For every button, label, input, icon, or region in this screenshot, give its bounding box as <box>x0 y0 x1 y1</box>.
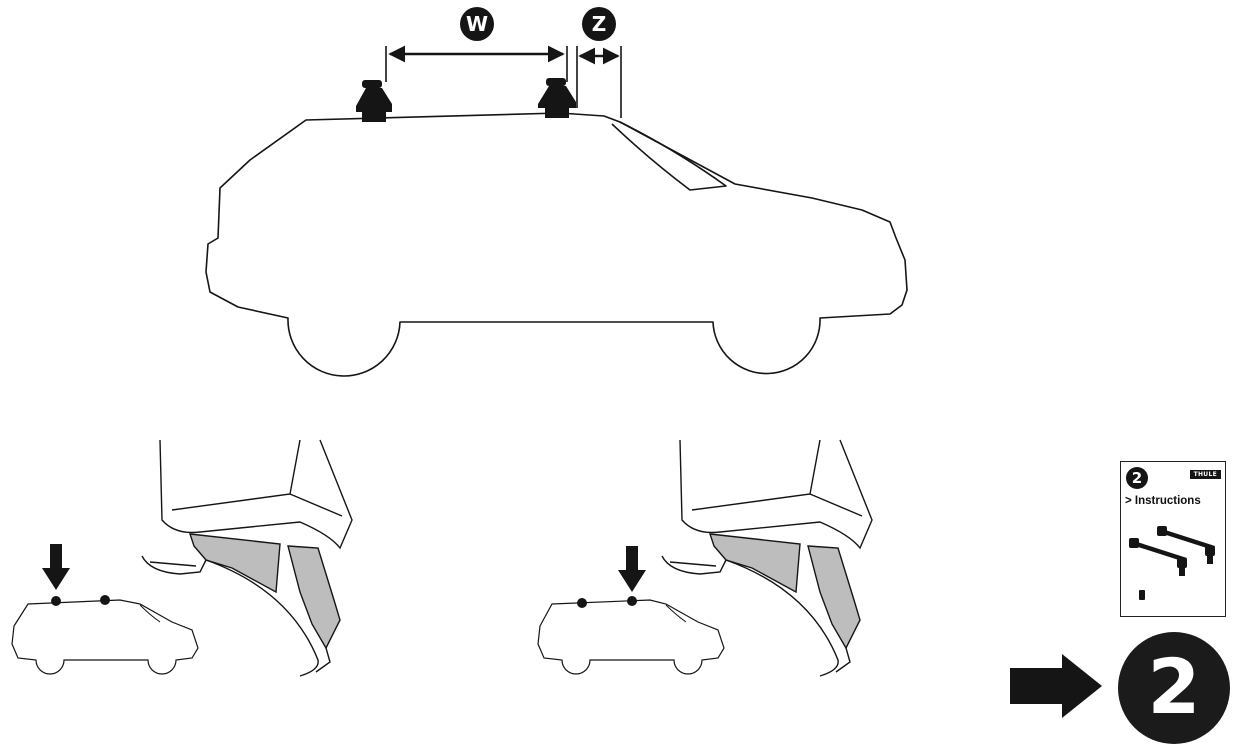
roof-foot-rear <box>538 78 576 118</box>
foot-closeup-front <box>141 439 353 677</box>
booklet-brand-logo: THULE <box>1189 470 1221 479</box>
dimension-w <box>385 45 568 82</box>
car-side-view <box>205 112 908 377</box>
small-car-rear-position <box>537 546 725 675</box>
roof-bars-icon <box>1129 526 1215 600</box>
next-step-badge: 2 <box>1118 632 1230 744</box>
roof-foot-front <box>356 80 392 122</box>
z-badge: Z <box>582 7 616 41</box>
booklet-step-number: 2 <box>1126 467 1148 489</box>
down-arrow-icon <box>618 546 646 592</box>
z-label: Z <box>592 12 607 36</box>
small-car-front-position <box>11 544 199 675</box>
w-badge: W <box>460 7 494 41</box>
dimension-z <box>576 46 622 118</box>
instructions-booklet: 2 THULE > Instructions <box>1120 461 1226 617</box>
foot-closeup-rear <box>661 439 873 677</box>
w-label: W <box>466 12 488 36</box>
right-arrow-icon <box>1010 654 1102 718</box>
down-arrow-icon <box>42 544 70 590</box>
booklet-title: > Instructions <box>1125 495 1201 507</box>
